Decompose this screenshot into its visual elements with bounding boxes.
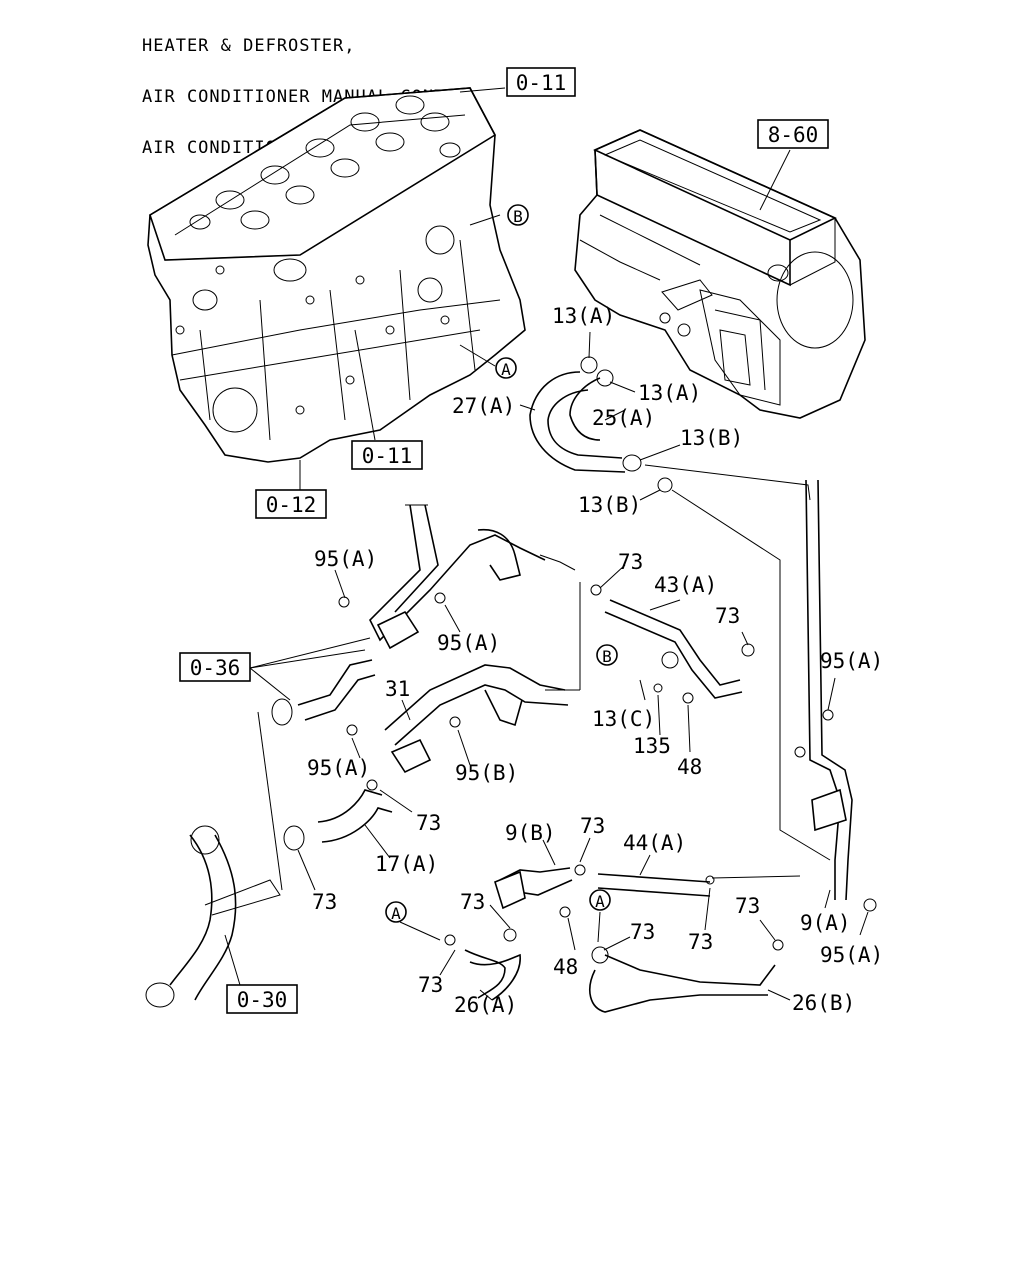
svg-text:A: A (501, 360, 511, 379)
marker-b-bracket: B (596, 644, 618, 666)
ref-box-0-12[interactable]: 0-12 (255, 489, 327, 519)
marker-b-engine: B (507, 204, 529, 226)
svg-text:0-36: 0-36 (190, 656, 241, 680)
svg-text:A: A (391, 904, 401, 923)
callout-95a-5: 95(A) (820, 943, 883, 967)
callout-13c: 13(C) (592, 707, 655, 731)
callout-17a: 17(A) (375, 852, 438, 876)
callout-73-5: 73 (580, 814, 605, 838)
callout-95a-3: 95(A) (820, 649, 883, 673)
marker-a-engine: A (495, 357, 517, 379)
callout-9b: 9(B) (505, 821, 556, 845)
ref-box-0-30[interactable]: 0-30 (226, 984, 298, 1014)
callout-9a: 9(A) (800, 911, 851, 935)
ref-box-0-36[interactable]: 0-36 (179, 652, 251, 682)
title-line-1: HEATER & DEFROSTER, (142, 36, 356, 56)
callout-73-7: 73 (630, 920, 655, 944)
callout-95a-4: 95(A) (307, 756, 370, 780)
svg-text:B: B (602, 647, 612, 666)
callout-73-4: 73 (312, 890, 337, 914)
callout-13b-top: 13(B) (680, 426, 743, 450)
svg-text:0-12: 0-12 (266, 493, 317, 517)
callout-73-9: 73 (688, 930, 713, 954)
callout-48-1: 48 (677, 755, 702, 779)
ref-box-0-11-top[interactable]: 0-11 (506, 67, 576, 97)
marker-a-right: A (589, 889, 611, 911)
callout-43a: 43(A) (654, 573, 717, 597)
engine-block-drawing (147, 87, 526, 463)
callout-73-3: 73 (416, 811, 441, 835)
callout-31: 31 (385, 677, 410, 701)
heater-unit-drawing (574, 129, 866, 419)
callout-labels: 13(A) 13(A) 27(A) 25(A) 13(B) 13(B) 95(A… (307, 304, 883, 1017)
callout-95a-2: 95(A) (437, 631, 500, 655)
callout-13a-top: 13(A) (552, 304, 615, 328)
callout-73-1: 73 (618, 550, 643, 574)
callout-25a: 25(A) (592, 406, 655, 430)
callout-26b: 26(B) (792, 991, 855, 1015)
leader-lines (224, 87, 869, 1001)
svg-text:0-11: 0-11 (362, 444, 413, 468)
svg-text:A: A (595, 892, 605, 911)
callout-13b-low: 13(B) (578, 493, 641, 517)
callout-95a-1: 95(A) (314, 547, 377, 571)
callout-13a-right: 13(A) (638, 381, 701, 405)
callout-27a: 27(A) (452, 394, 515, 418)
callout-135: 135 (633, 734, 671, 758)
hoses-and-pipes (145, 356, 877, 1013)
ref-box-8-60[interactable]: 8-60 (757, 119, 829, 149)
callout-73-8: 73 (735, 894, 760, 918)
svg-text:B: B (513, 207, 523, 226)
ref-box-0-11-mid[interactable]: 0-11 (351, 440, 423, 470)
svg-text:8-60: 8-60 (768, 123, 819, 147)
marker-a-left: A (385, 901, 407, 923)
callout-44a: 44(A) (623, 831, 686, 855)
callout-26a: 26(A) (454, 993, 517, 1017)
callout-95b: 95(B) (455, 761, 518, 785)
callout-73-6: 73 (460, 890, 485, 914)
callout-48-2: 48 (553, 955, 578, 979)
callout-73-10: 73 (418, 973, 443, 997)
svg-text:0-11: 0-11 (516, 71, 567, 95)
svg-text:0-30: 0-30 (237, 988, 288, 1012)
callout-73-2: 73 (715, 604, 740, 628)
